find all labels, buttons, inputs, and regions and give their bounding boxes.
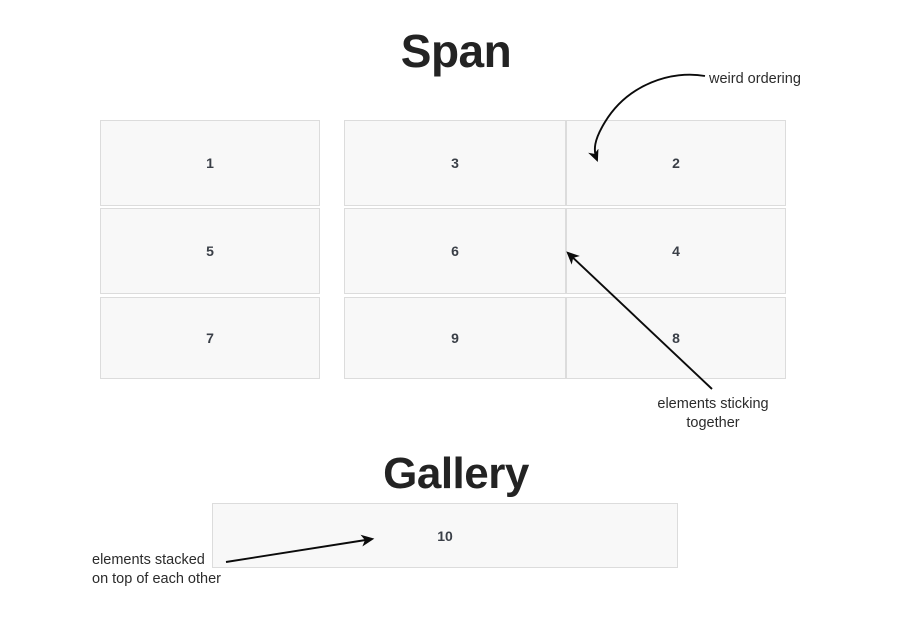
grid-cell-3[interactable]: 3 (344, 120, 566, 206)
grid-cell-label: 9 (451, 330, 459, 346)
gallery-cell-label: 10 (437, 527, 453, 544)
grid-cell-2[interactable]: 2 (566, 120, 786, 206)
span-section-title: Span (400, 25, 512, 77)
annotation-elements-stacked: elements stacked on top of each other (92, 552, 221, 587)
grid-cell-1[interactable]: 1 (100, 120, 320, 206)
grid-cell-label: 4 (672, 243, 680, 259)
grid-cell-9[interactable]: 9 (344, 297, 566, 379)
grid-cell-6[interactable]: 6 (344, 208, 566, 294)
grid-cell-label: 6 (451, 243, 459, 259)
gallery-section-title: Gallery (383, 449, 529, 498)
annotation-weird-ordering: weird ordering (709, 71, 801, 87)
grid-cell-label: 7 (206, 330, 214, 346)
grid-cell-label: 3 (451, 155, 459, 171)
grid-cell-label: 8 (672, 330, 680, 346)
grid-cell-7[interactable]: 7 (100, 297, 320, 379)
grid-cell-5[interactable]: 5 (100, 208, 320, 294)
grid-cell-label: 2 (672, 155, 680, 171)
annotation-elements-sticking-together: elements sticking together (657, 396, 769, 431)
gallery-cell-10[interactable]: 10 (212, 503, 678, 568)
grid-cell-8[interactable]: 8 (566, 297, 786, 379)
grid-cell-label: 5 (206, 243, 214, 259)
grid-cell-label: 1 (206, 155, 214, 171)
grid-cell-4[interactable]: 4 (566, 208, 786, 294)
